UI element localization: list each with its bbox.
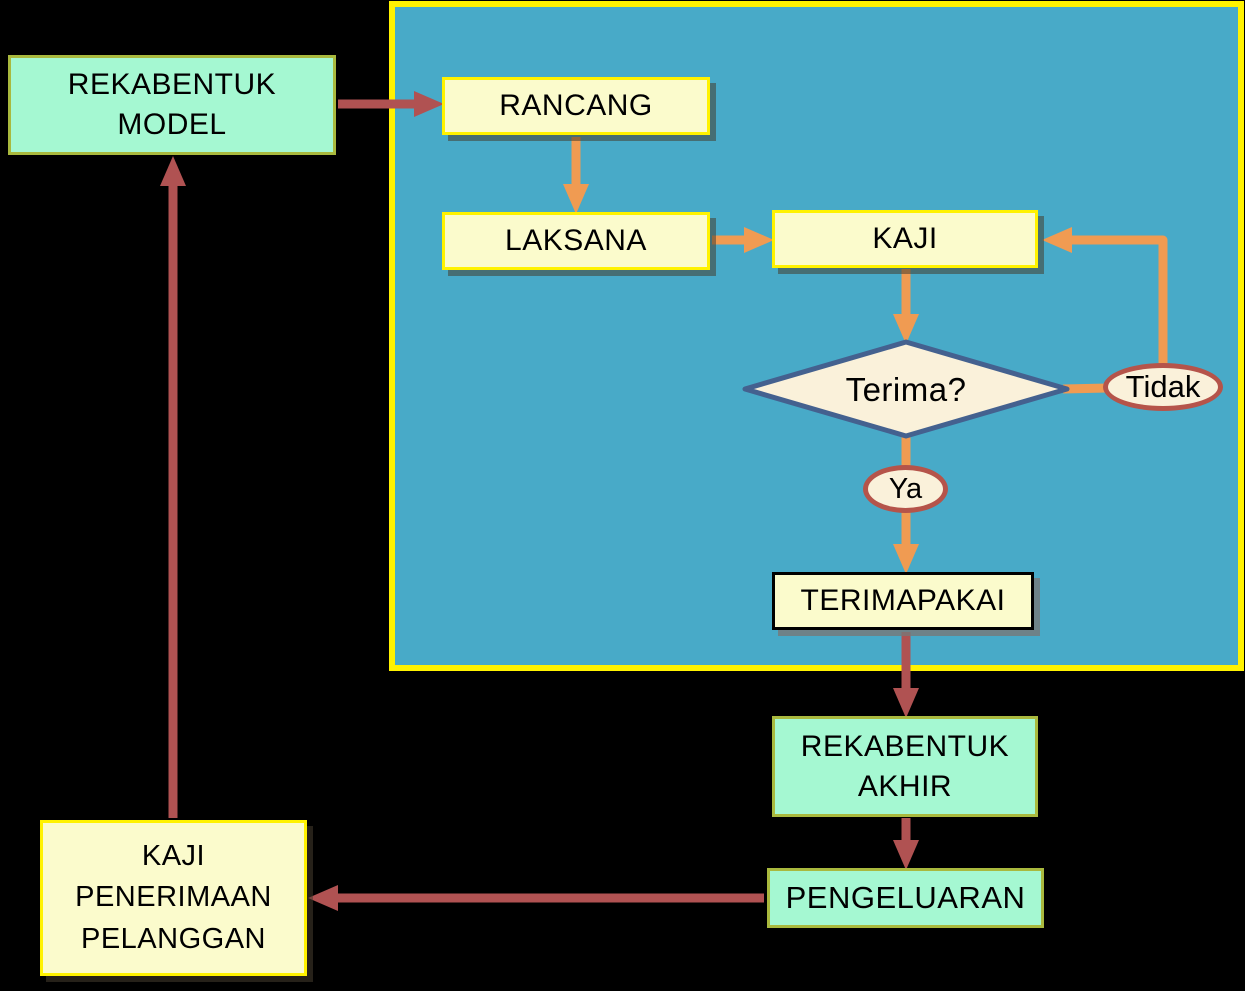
node-rekabentuk-model: REKABENTUK MODEL [8, 55, 336, 155]
branch-label-ya: Ya [863, 465, 948, 513]
node-rekabentuk-akhir: REKABENTUK AKHIR [772, 716, 1038, 817]
node-kaji-penerimaan-pelanggan: KAJI PENERIMAAN PELANGGAN [40, 820, 307, 976]
node-laksana: LAKSANA [442, 212, 710, 270]
branch-label-tidak: Tidak [1103, 363, 1223, 411]
node-rancang: RANCANG [442, 77, 710, 135]
decision-label-terima: Terima? [845, 371, 967, 408]
node-pengeluaran: PENGELUARAN [767, 868, 1044, 928]
node-terimapakai: TERIMAPAKAI [772, 572, 1034, 630]
node-kaji: KAJI [772, 210, 1038, 268]
